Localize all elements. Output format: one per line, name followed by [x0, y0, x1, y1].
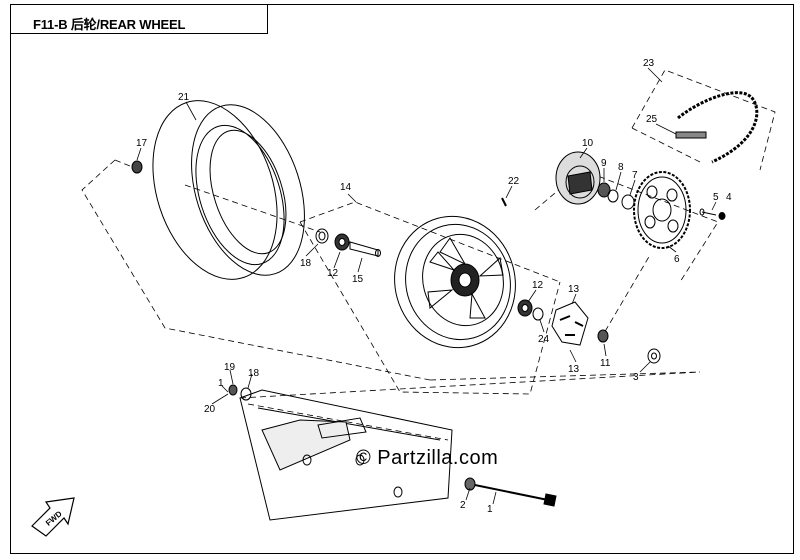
sprocket-hub-10 — [555, 151, 601, 205]
callout-23: 23 — [643, 58, 655, 69]
callout-10: 10 — [582, 138, 594, 149]
callout-24: 24 — [538, 334, 550, 345]
callout-5: 5 — [713, 192, 719, 203]
nut-17 — [131, 160, 143, 174]
pivot-bolt-1 — [464, 477, 557, 507]
bearing-9 — [597, 182, 611, 198]
callout-2: 2 — [460, 500, 466, 511]
callout-12a: 12 — [327, 268, 339, 279]
callout-4: 4 — [726, 192, 732, 203]
washer-18 — [240, 387, 252, 401]
callout-18: 18 — [300, 258, 312, 269]
watermark: © Partzilla.com — [356, 447, 499, 469]
circlip-8 — [607, 189, 619, 203]
callout-6: 6 — [674, 254, 680, 265]
callout-25: 25 — [646, 114, 658, 125]
callout-3: 3 — [633, 372, 639, 383]
rear-wheel-rim — [394, 215, 516, 349]
callout-21: 21 — [178, 92, 190, 103]
bearing-12-left — [334, 233, 350, 251]
wheel-group-outline — [299, 201, 561, 283]
callout-1a: 1 — [218, 378, 224, 389]
title-box: F11-B 后轮/REAR WHEEL — [10, 4, 268, 34]
rear-tire — [152, 100, 305, 280]
callout-18b: 18 — [248, 368, 260, 379]
nut-4 — [718, 212, 726, 220]
page-title: F11-B 后轮/REAR WHEEL — [33, 17, 186, 32]
callout-9: 9 — [601, 158, 607, 169]
callout-20: 20 — [204, 404, 216, 415]
nut-19 — [228, 384, 238, 396]
callout-19: 19 — [224, 362, 236, 373]
drive-chain-23 — [677, 91, 759, 164]
nut-11 — [597, 329, 609, 343]
spacer-collar-18 — [315, 228, 329, 244]
fwd-arrow-icon — [31, 497, 75, 537]
bearing-12-right — [517, 299, 533, 317]
damper-rubber-13 — [551, 301, 589, 346]
callout-15: 15 — [352, 274, 364, 285]
tire-group-outline — [81, 159, 431, 381]
callout-12b: 12 — [532, 280, 544, 291]
rear-sprocket-6 — [633, 171, 691, 249]
callout-8: 8 — [618, 162, 624, 173]
callout-13a: 13 — [568, 284, 580, 295]
callout-7: 7 — [632, 170, 638, 181]
callout-numbers: 21 17 14 22 10 9 8 7 5 4 23 25 6 18 12 1… — [136, 58, 732, 515]
callout-leaders — [136, 67, 717, 505]
axle-spacer-15 — [349, 241, 381, 257]
seal-24 — [532, 307, 544, 321]
callout-13b: 13 — [568, 364, 580, 375]
swing-arm — [239, 389, 453, 521]
oil-seal-7 — [621, 194, 635, 210]
master-link-25 — [675, 131, 707, 139]
bolt-5 — [699, 208, 717, 216]
washer-3 — [647, 348, 661, 364]
callout-17: 17 — [136, 138, 148, 149]
callout-1b: 1 — [487, 504, 493, 515]
callout-14: 14 — [340, 182, 352, 193]
valve-22 — [501, 197, 507, 207]
callout-22: 22 — [508, 176, 520, 187]
callout-11: 11 — [600, 358, 611, 369]
diagram-frame — [10, 4, 794, 554]
